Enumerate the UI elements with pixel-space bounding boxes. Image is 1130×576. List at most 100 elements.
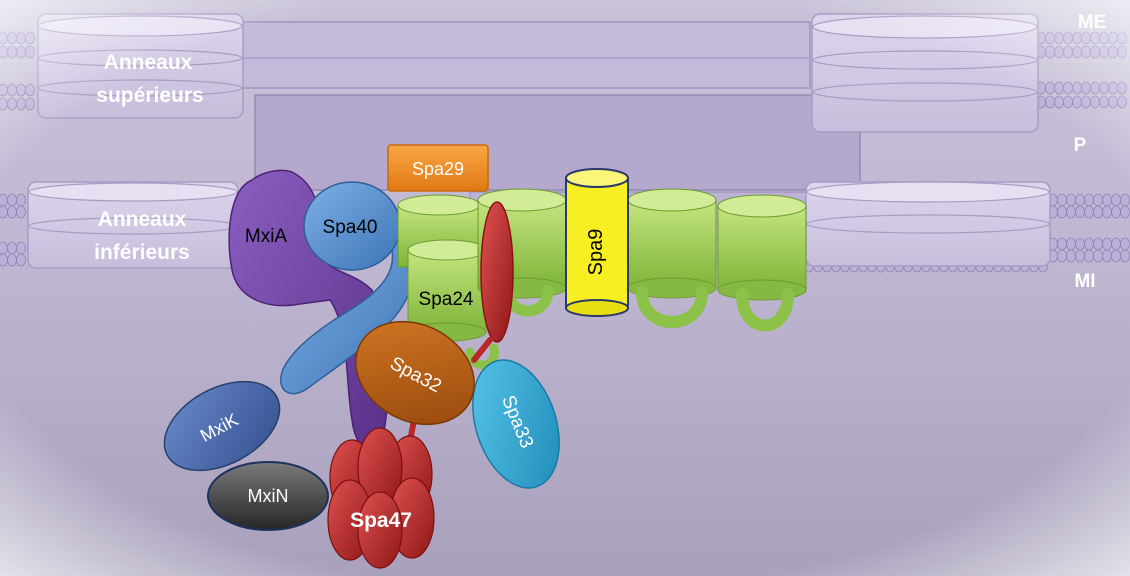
lipid-bead (7, 31, 17, 45)
spa47-label: Spa47 (350, 509, 412, 532)
lipid-bead (1063, 95, 1073, 109)
lipid-bead (1084, 205, 1094, 219)
lipid-bead (7, 241, 17, 255)
upper-rings-label-line1: Anneaux (104, 51, 193, 74)
lipid-bead (1099, 45, 1109, 59)
lipid-bead (1054, 81, 1064, 95)
lipid-bead (0, 241, 8, 255)
lipid-bead (0, 97, 8, 111)
lipid-bead (1099, 81, 1109, 95)
lower-rings-right (805, 181, 1051, 267)
lipid-bead (16, 193, 26, 207)
periplasm-block (254, 94, 861, 191)
lipid-bead (1102, 249, 1112, 263)
lipid-bead (1099, 95, 1109, 109)
lipid-bead (25, 97, 35, 111)
lipid-bead (1090, 81, 1100, 95)
lipid-bead (1057, 193, 1067, 207)
lipid-bead (1045, 45, 1055, 59)
lipid-bead (0, 253, 8, 267)
lipid-bead (1072, 45, 1082, 59)
lipid-bead (1120, 237, 1130, 251)
mxin-label: MxiN (248, 486, 289, 506)
lipid-bead (16, 253, 26, 267)
lipid-bead (1093, 193, 1103, 207)
lipid-bead (1111, 237, 1121, 251)
lipid-bead (7, 97, 17, 111)
lipid-bead (1054, 31, 1064, 45)
lipid-bead (1072, 81, 1082, 95)
lipid-bead (1054, 45, 1064, 59)
lipid-bead (1090, 45, 1100, 59)
lipid-bead (16, 45, 26, 59)
lipid-bead (1072, 95, 1082, 109)
lipid-bead (1111, 193, 1121, 207)
spa40-label: Spa40 (323, 217, 378, 238)
lipid-bead (7, 193, 17, 207)
lipid-bead (1057, 237, 1067, 251)
lipid-bead (1054, 95, 1064, 109)
lipid-bead (1111, 249, 1121, 263)
lipid-bead (1111, 205, 1121, 219)
spa24-label: Spa24 (419, 289, 474, 310)
lipid-bead (16, 31, 26, 45)
lipid-bead (1102, 237, 1112, 251)
lipid-bead (1108, 31, 1118, 45)
lipid-bead (1117, 31, 1127, 45)
lipid-bead (16, 97, 26, 111)
lipid-bead (25, 31, 35, 45)
lipid-bead (1099, 31, 1109, 45)
lipid-bead (1090, 95, 1100, 109)
lipid-bead (1045, 95, 1055, 109)
lipid-bead (1084, 249, 1094, 263)
lipid-bead (0, 45, 8, 59)
lipid-bead (1093, 249, 1103, 263)
lipid-bead (1066, 205, 1076, 219)
lipid-bead (1108, 45, 1118, 59)
lipid-bead (1075, 205, 1085, 219)
lipid-bead (1066, 193, 1076, 207)
lipid-bead (1081, 95, 1091, 109)
lipid-bead (1066, 249, 1076, 263)
lower-rings-label-line2: inférieurs (94, 241, 190, 264)
lipid-bead (0, 83, 8, 97)
lipid-bead (7, 253, 17, 267)
lipid-bead (1108, 95, 1118, 109)
spa47 (327, 427, 435, 569)
lipid-bead (1045, 31, 1055, 45)
lipid-bead (16, 83, 26, 97)
lipid-bead (1045, 81, 1055, 95)
lipid-bead (1090, 31, 1100, 45)
region-label-mi: MI (1074, 271, 1095, 292)
region-label-p: P (1074, 135, 1087, 156)
lipid-bead (1117, 45, 1127, 59)
upper-rings-right (811, 13, 1039, 133)
lipid-bead (1120, 193, 1130, 207)
lipid-bead (1081, 81, 1091, 95)
lipid-bead (7, 205, 17, 219)
lipid-bead (1063, 81, 1073, 95)
spa29-label: Spa29 (412, 159, 464, 179)
lipid-bead (0, 205, 8, 219)
mxia-label: MxiA (245, 226, 288, 247)
lipid-bead (1075, 237, 1085, 251)
lipid-bead (25, 83, 35, 97)
lipid-bead (25, 45, 35, 59)
lipid-bead (1117, 95, 1127, 109)
lipid-bead (1057, 205, 1067, 219)
lower-rings-label-line1: Anneaux (98, 208, 187, 231)
lipid-bead (1084, 193, 1094, 207)
lipid-bead (16, 241, 26, 255)
lipid-bead (1102, 193, 1112, 207)
lipid-bead (1075, 193, 1085, 207)
lipid-bead (1120, 205, 1130, 219)
region-label-me: ME (1078, 12, 1107, 33)
lipid-bead (1081, 31, 1091, 45)
lipid-bead (1102, 205, 1112, 219)
lipid-bead (1093, 237, 1103, 251)
lipid-bead (1093, 205, 1103, 219)
upper-rings-label-line2: supérieurs (96, 84, 203, 107)
outer-membrane (239, 21, 811, 89)
lipid-bead (7, 45, 17, 59)
